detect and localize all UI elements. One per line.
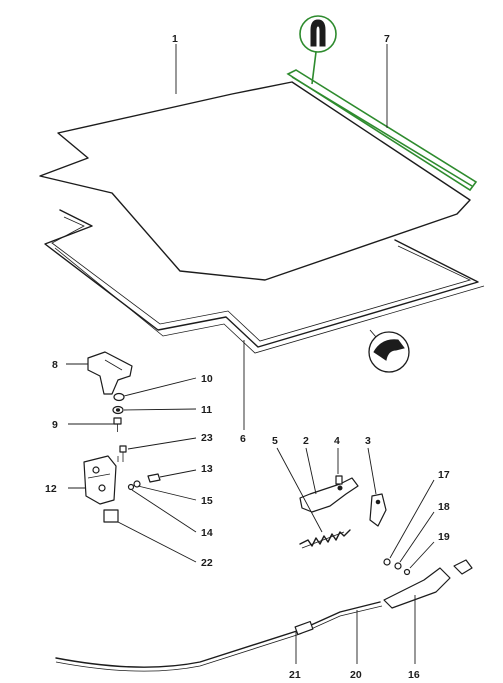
lock-hardware-drawing <box>119 445 161 491</box>
seal-section-detail <box>368 329 410 373</box>
callout-15: 15 <box>201 495 213 507</box>
callout-5: 5 <box>272 435 278 447</box>
callout-labels: 1 2 3 4 5 6 7 8 9 10 11 12 13 14 15 16 1… <box>45 33 450 681</box>
callout-23: 23 <box>201 432 213 444</box>
striker-plate-drawing <box>87 351 133 395</box>
washers-drawing <box>112 392 125 415</box>
leader-lines <box>66 44 435 664</box>
striker-bolt-drawing <box>113 417 122 432</box>
release-cable-drawing <box>55 601 383 672</box>
callout-20: 20 <box>350 669 362 681</box>
callout-18: 18 <box>438 501 450 513</box>
callout-16: 16 <box>408 669 420 681</box>
callout-3: 3 <box>365 435 371 447</box>
callout-2: 2 <box>303 435 309 447</box>
hinge-drawing <box>299 475 359 513</box>
hood-panel-drawing <box>39 81 471 281</box>
callout-9: 9 <box>52 419 58 431</box>
callout-4: 4 <box>334 435 340 447</box>
callout-7: 7 <box>384 33 390 45</box>
callout-14: 14 <box>201 527 213 539</box>
release-handle-drawing <box>383 558 473 609</box>
callout-8: 8 <box>52 359 58 371</box>
callout-11: 11 <box>201 404 212 416</box>
seal-profile-detail <box>299 15 337 85</box>
callout-22: 22 <box>201 557 213 569</box>
seal-strip-drawing <box>286 69 478 192</box>
callout-19: 19 <box>438 531 450 543</box>
callout-21: 21 <box>289 669 301 681</box>
hood-lock-drawing <box>83 452 124 523</box>
callout-1: 1 <box>172 33 178 45</box>
hinge-spring-drawing <box>299 529 351 549</box>
callout-10: 10 <box>201 373 213 385</box>
hood-seal-drawing <box>44 209 485 354</box>
callout-12: 12 <box>45 483 57 495</box>
callout-6: 6 <box>240 433 246 445</box>
hinge-bracket-drawing <box>369 493 387 527</box>
callout-17: 17 <box>438 469 450 481</box>
callout-13: 13 <box>201 463 213 475</box>
